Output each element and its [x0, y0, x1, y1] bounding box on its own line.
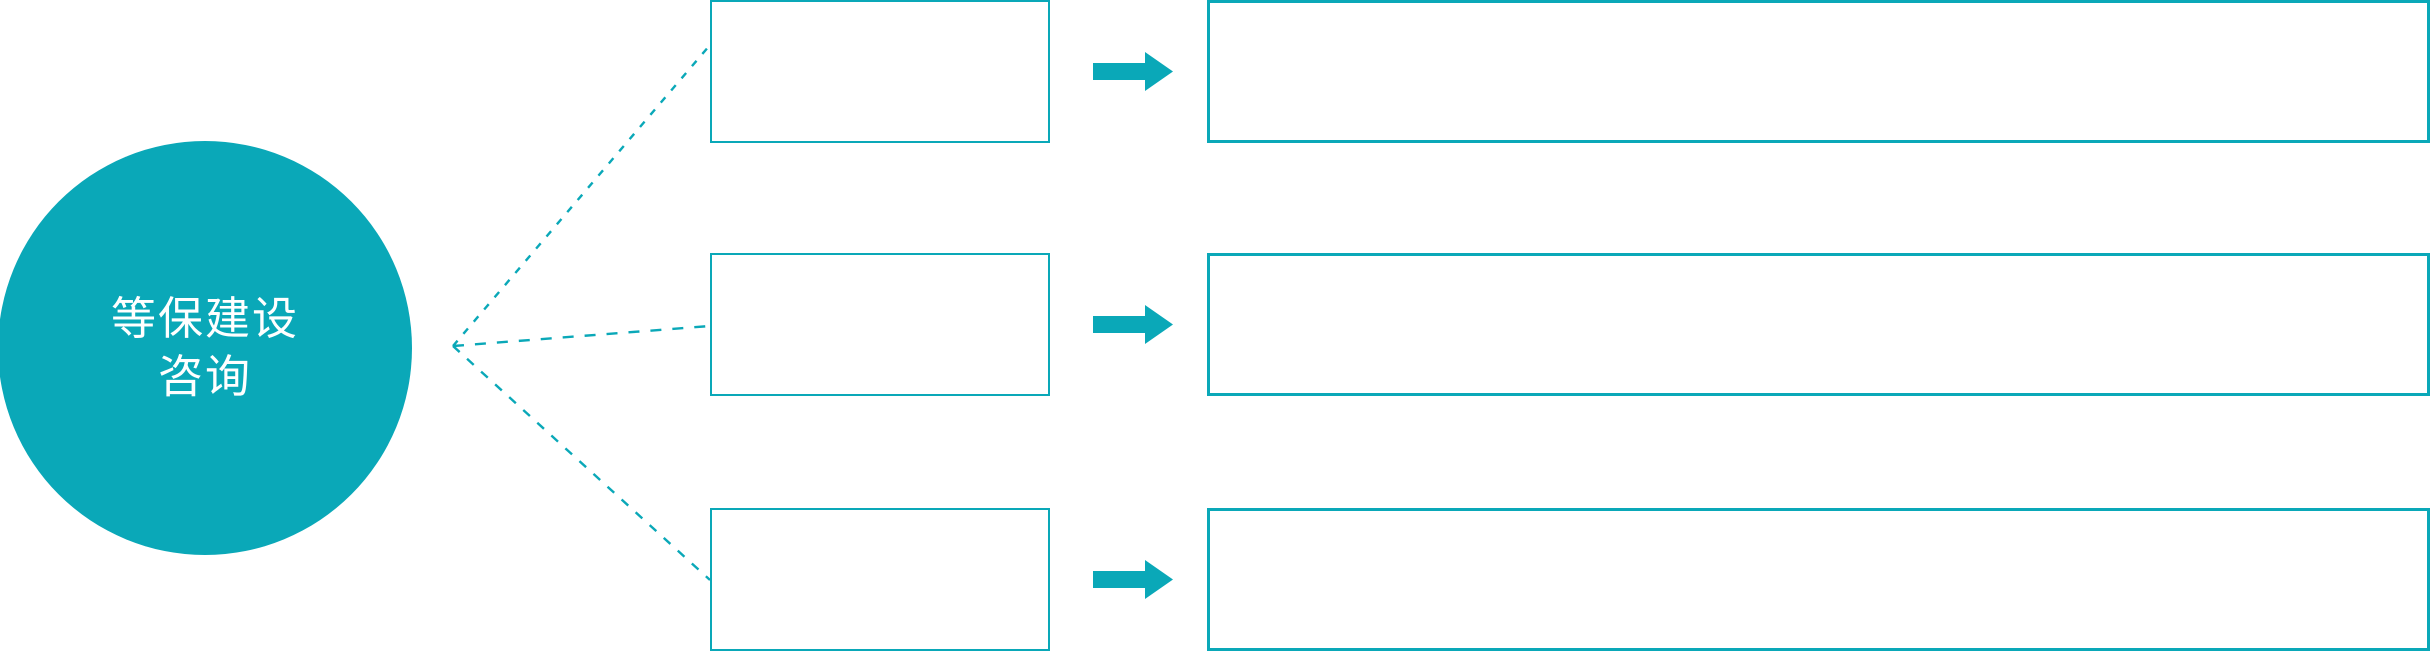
category-box-2[interactable]	[710, 253, 1050, 396]
category-box-1[interactable]	[710, 0, 1050, 143]
diagram-row	[0, 0, 2434, 144]
description-box-2[interactable]	[1207, 253, 2430, 396]
arrow-right-icon	[1093, 305, 1173, 344]
description-box-1[interactable]	[1207, 0, 2430, 143]
diagram-row	[0, 508, 2434, 652]
hub-circle[interactable]: 等保建设 咨询	[0, 141, 412, 555]
arrow-right-icon	[1093, 52, 1173, 91]
diagram-row	[0, 253, 2434, 397]
arrow-right-icon	[1093, 560, 1173, 599]
hub-label: 等保建设 咨询	[110, 292, 299, 403]
description-box-3[interactable]	[1207, 508, 2430, 651]
category-box-3[interactable]	[710, 508, 1050, 651]
